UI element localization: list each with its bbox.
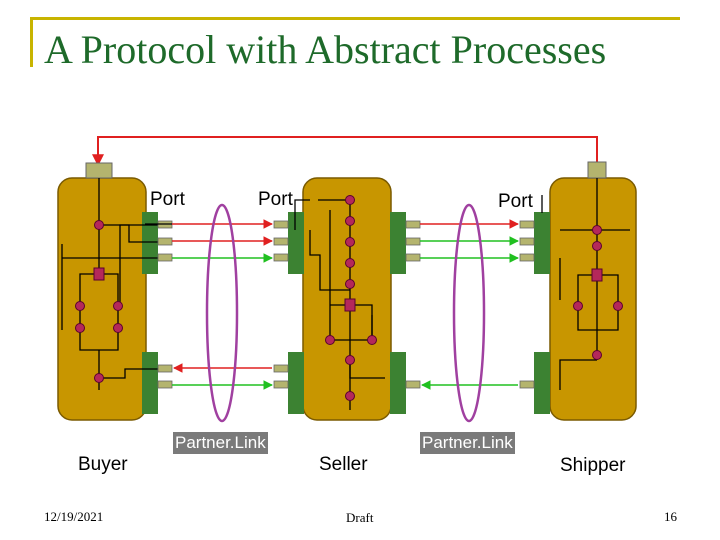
shipper-node — [573, 301, 583, 311]
port-label: Port — [150, 189, 185, 210]
title-frame-left — [30, 17, 33, 67]
slide-title: A Protocol with Abstract Processes — [44, 27, 607, 72]
seller-node — [345, 237, 355, 247]
partner-link-label: Partner.Link — [173, 432, 268, 454]
port-label: Port — [498, 191, 533, 212]
seller-node — [345, 258, 355, 268]
partner-link-ellipse — [452, 203, 486, 423]
seller-node — [345, 391, 355, 401]
shipper-node — [592, 350, 602, 360]
seller-node — [345, 279, 355, 289]
buyer-node — [94, 373, 104, 383]
footer-date: 12/19/2021 — [44, 509, 104, 524]
buyer-node — [93, 267, 105, 281]
seller-node — [367, 335, 377, 345]
shipper-node — [591, 268, 603, 282]
seller-process — [288, 177, 406, 421]
shipper-node — [592, 241, 602, 251]
seller-node — [345, 355, 355, 365]
seller-node — [325, 335, 335, 345]
partner-link-ellipse — [205, 203, 239, 423]
seller-node — [344, 298, 356, 312]
buyer-node — [113, 323, 123, 333]
port-label: Port — [258, 189, 293, 210]
partner-link-label: Partner.Link — [420, 432, 515, 454]
seller-node — [345, 195, 355, 205]
buyer-node — [75, 301, 85, 311]
buyer-node — [75, 323, 85, 333]
seller-node — [345, 216, 355, 226]
footer-center: Draft — [346, 510, 374, 525]
shipper-node — [592, 225, 602, 235]
shipper-process — [534, 161, 637, 421]
title-frame-top — [30, 17, 680, 20]
shipper-node — [613, 301, 623, 311]
buyer-node — [94, 220, 104, 230]
seller-label: Seller — [319, 454, 368, 475]
page-number: 16 — [664, 509, 677, 524]
shipper-label: Shipper — [560, 455, 626, 476]
buyer-label: Buyer — [78, 454, 128, 475]
buyer-process — [57, 162, 165, 421]
buyer-node — [113, 301, 123, 311]
top-message-line — [92, 136, 598, 167]
